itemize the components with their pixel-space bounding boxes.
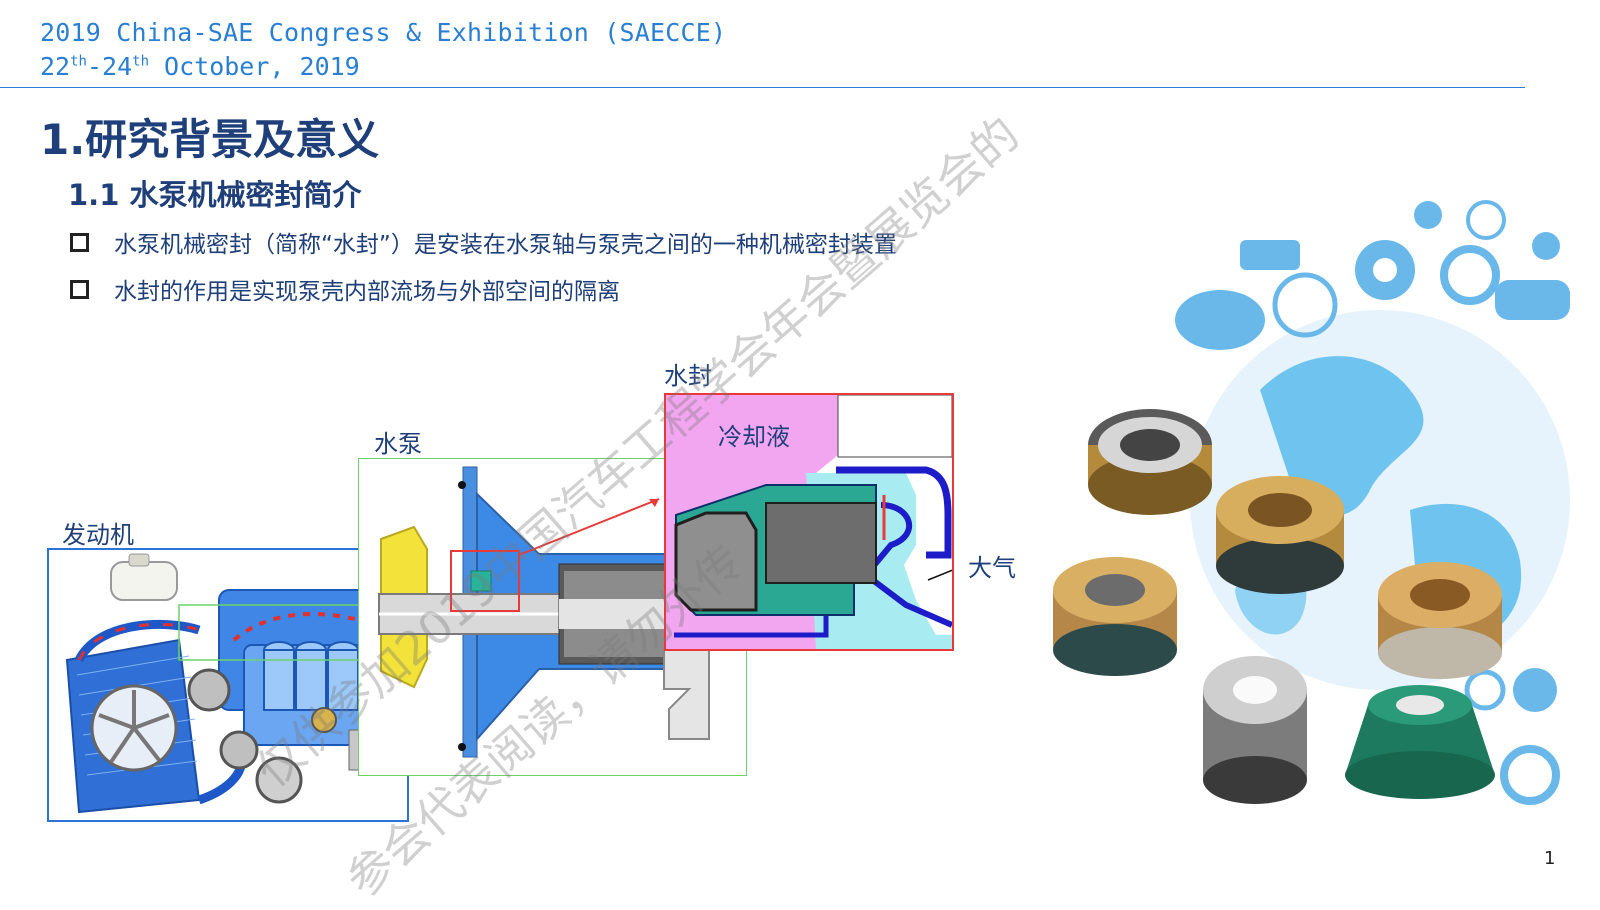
seal-products-panel (1053, 200, 1570, 805)
date-day-start: 22 (40, 52, 71, 81)
coolant-label: 冷却液 (718, 423, 790, 451)
bullet-item: 水封的作用是实现泵壳内部流场与外部空间的隔离 (70, 274, 620, 305)
conference-title: 2019 China-SAE Congress & Exhibition (SA… (40, 18, 727, 47)
conference-date: 22th-24th October, 2019 (40, 52, 360, 81)
subsection-title: 1.1 水泵机械密封简介 (68, 178, 362, 212)
atmosphere-label: 大气 (968, 554, 1016, 582)
date-dash: - (86, 52, 103, 81)
cloud-car-icon (1175, 290, 1265, 350)
bullet-text: 水泵机械密封（简称“水封”）是安装在水泵轴与泵壳之间的一种机械密封装置 (114, 232, 897, 258)
bus-icon (1240, 240, 1300, 270)
bullet-square-icon (70, 232, 89, 252)
seal-drawing (666, 395, 952, 649)
bullet-square-icon (70, 279, 89, 299)
section-title: 1.研究背景及意义 (40, 115, 380, 164)
recycle-icon (1532, 232, 1560, 260)
engine-drawing (65, 553, 400, 814)
speedometer-icon (1272, 272, 1338, 338)
seal-label: 水封 (664, 362, 712, 390)
bullet-text: 水封的作用是实现泵壳内部流场与外部空间的隔离 (114, 279, 620, 305)
date-day-end: 24 (102, 52, 133, 81)
date-ordinal-1: th (70, 53, 87, 70)
pump-drawing (378, 466, 710, 758)
bullet-item: 水泵机械密封（简称“水封”）是安装在水泵轴与泵壳之间的一种机械密封装置 (70, 227, 897, 258)
wheel-icon (1440, 245, 1500, 305)
car-icon (1495, 280, 1570, 320)
header-divider (0, 87, 1525, 88)
mechanical-seal-product-photos (1053, 409, 1502, 804)
date-ordinal-2: th (132, 53, 149, 70)
date-month-year: October, 2019 (149, 52, 360, 81)
gear-icon (1414, 201, 1442, 229)
seal-detail (664, 393, 954, 651)
engine-label: 发动机 (62, 521, 134, 549)
engine-illustration (47, 548, 409, 822)
gear-icon (1355, 240, 1415, 300)
headset-icon (1464, 669, 1506, 711)
atom-icon (1466, 200, 1506, 240)
gear-icon (1500, 745, 1560, 805)
pump-label: 水泵 (374, 430, 422, 458)
page-number: 1 (1544, 848, 1556, 869)
gear-icon (1513, 668, 1557, 712)
